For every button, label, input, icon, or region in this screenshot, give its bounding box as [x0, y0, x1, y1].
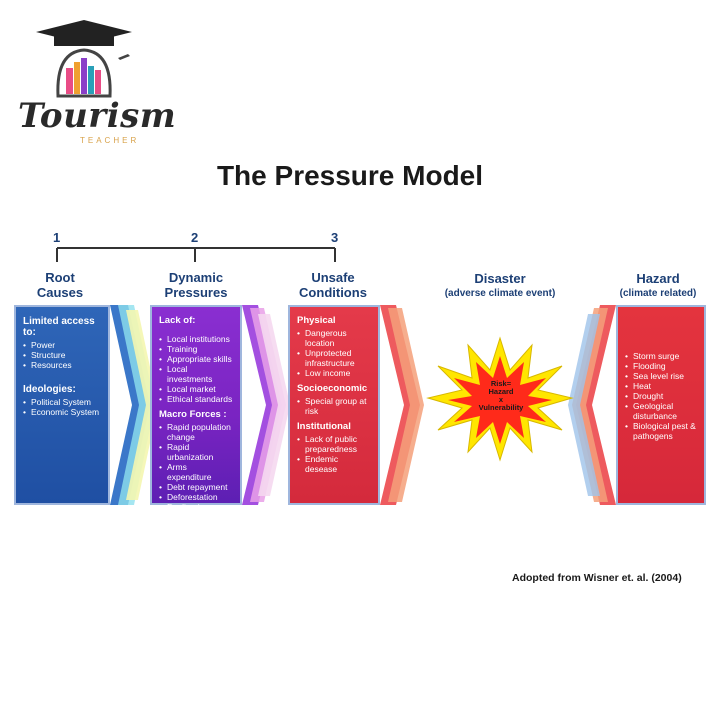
dynamic-pressures-heading: Dynamic Pressures [150, 270, 242, 300]
unsafe-chevrons [380, 305, 424, 505]
risk-formula: Risk= Hazard x Vulnerability [466, 380, 536, 412]
list-item: Local investments [159, 364, 233, 384]
list-item: Deforestation [159, 492, 233, 502]
list-item: Storm surge [625, 351, 697, 361]
hazard-box: Storm surge Flooding Sea level rise Heat… [616, 305, 706, 505]
list-item: Lack of public preparedness [297, 434, 371, 454]
hazard-list: Storm surge Flooding Sea level rise Heat… [625, 351, 697, 441]
root-causes-box: Limited access to: Power Structure Resou… [14, 305, 110, 505]
unsafe-list-1: Dangerous location Unprotected infrastru… [297, 328, 371, 378]
dynamic-heading-line2: Pressures [164, 285, 228, 300]
disaster-heading: Disaster (adverse climate event) [430, 271, 570, 301]
dynamic-list-1: Local institutions Training Appropriate … [159, 334, 233, 404]
step-number-2: 2 [191, 230, 199, 245]
list-item: Local institutions [159, 334, 233, 344]
disaster-heading-label: Disaster [474, 271, 526, 286]
list-item: Flooding [625, 361, 697, 371]
step-number-3: 3 [331, 230, 339, 245]
unsafe-heading-3: Institutional [297, 421, 351, 432]
list-item: Debt repayment [159, 482, 233, 492]
list-item: Rapid population change [159, 422, 233, 442]
unsafe-conditions-box: Physical Dangerous location Unprotected … [288, 305, 380, 505]
dynamic-list-2: Rapid population change Rapid urbanizati… [159, 422, 233, 522]
logo-wordmark: Tourism [18, 96, 177, 136]
unsafe-list-2: Special group at risk [297, 396, 371, 416]
list-item: Political System [23, 397, 101, 407]
tourism-teacher-logo: Tourism TEACHER [14, 18, 176, 145]
list-item: Ethical standards [159, 394, 233, 404]
hazard-heading: Hazard (climate related) [600, 271, 716, 301]
list-item: Local market [159, 384, 233, 394]
list-item: Endemic desease [297, 454, 371, 474]
step-number-1: 1 [53, 230, 61, 245]
unsafe-heading-line1: Unsafe [311, 270, 355, 285]
list-item: Special group at risk [297, 396, 371, 416]
risk-burst [426, 336, 574, 462]
list-item: Unprotected infrastructure [297, 348, 371, 368]
unsafe-conditions-heading: Unsafe Conditions [285, 270, 381, 300]
unsafe-heading-2: Socioeconomic [297, 383, 368, 394]
risk-line-2: Hazard [488, 387, 514, 396]
unsafe-list-3: Lack of public preparedness Endemic dese… [297, 434, 371, 474]
unsafe-heading-1: Physical [297, 315, 336, 326]
root-heading-2: Ideologies: [23, 384, 76, 395]
dynamic-heading-2: Macro Forces : [159, 409, 227, 420]
graduation-cap-landmarks-icon [36, 20, 132, 98]
list-item: Biological pest & pathogens [625, 421, 697, 441]
root-heading-line2: Causes [36, 285, 84, 300]
risk-line-1: Risk= [490, 379, 512, 388]
list-item: Geological disturbance [625, 401, 697, 421]
hazard-chevrons [568, 305, 616, 505]
list-item: Sea level rise [625, 371, 697, 381]
list-item: Decline in productivity [159, 502, 233, 522]
list-item: Low income [297, 368, 371, 378]
list-item: Training [159, 344, 233, 354]
list-item: Heat [625, 381, 697, 391]
list-item: Appropriate skills [159, 354, 233, 364]
root-list-2: Political System Economic System [23, 397, 101, 417]
list-item: Dangerous location [297, 328, 371, 348]
list-item: Rapid urbanization [159, 442, 233, 462]
root-heading-1: Limited access to: [23, 316, 95, 338]
list-item: Economic System [23, 407, 101, 417]
dynamic-chevrons [242, 305, 290, 505]
logo-subtitle: TEACHER [80, 136, 140, 145]
list-item: Power [23, 340, 101, 350]
risk-line-3: x [498, 395, 504, 404]
hazard-heading-sub: (climate related) [619, 288, 697, 299]
list-item: Structure [23, 350, 101, 360]
disaster-heading-sub: (adverse climate event) [444, 288, 556, 299]
dynamic-pressures-box: Lack of: Local institutions Training App… [150, 305, 242, 522]
list-item: Resources [23, 360, 101, 370]
risk-line-4: Vulnerability [478, 403, 524, 412]
list-item: Drought [625, 391, 697, 401]
list-item: Arms expenditure [159, 462, 233, 482]
root-heading-line1: Root [45, 270, 75, 285]
dynamic-heading-1: Lack of: [159, 315, 196, 326]
unsafe-heading-line2: Conditions [299, 285, 367, 300]
root-causes-heading: Root Causes [20, 270, 100, 300]
dynamic-heading-line1: Dynamic [168, 270, 224, 285]
root-list-1: Power Structure Resources [23, 340, 101, 370]
page-title: The Pressure Model [216, 160, 484, 191]
step-bracket [56, 247, 336, 262]
source-credit: Adopted from Wisner et. al. (2004) [512, 572, 682, 584]
hazard-heading-label: Hazard [636, 271, 680, 286]
